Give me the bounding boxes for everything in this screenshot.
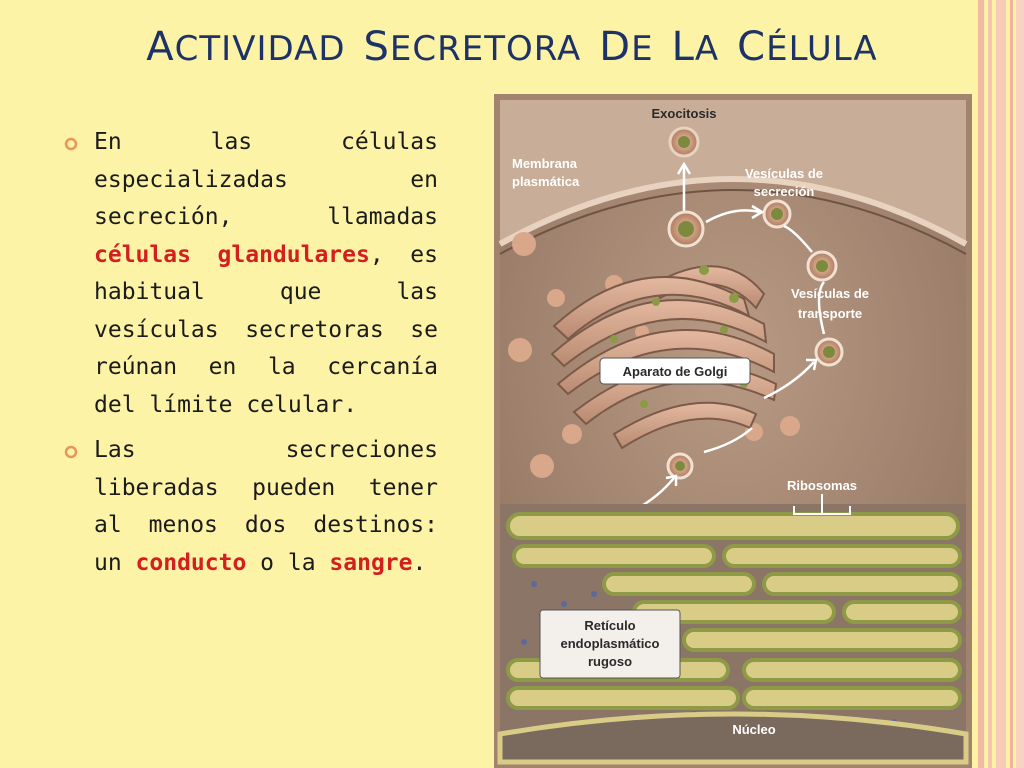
label-er-1: Retículo xyxy=(584,618,635,633)
highlighted-term: conducto xyxy=(135,549,247,576)
title-word: SECRETORA xyxy=(363,24,582,70)
title-word: CÉLULA xyxy=(737,24,878,70)
label-nucleus: Núcleo xyxy=(732,722,775,737)
cell-secretion-diagram: Exocitosis Membrana plasmática Vesículas… xyxy=(494,94,972,768)
slide-title: ACTIVIDAD SECRETORA DE LA CÉLULA xyxy=(0,24,1024,70)
title-word: ACTIVIDAD xyxy=(146,24,346,70)
label-exocytosis: Exocitosis xyxy=(651,106,716,121)
bullet-item: En las células especializadas en secreci… xyxy=(60,124,438,424)
bullet-circle-icon xyxy=(64,137,78,151)
label-er-2: endoplasmático xyxy=(561,636,660,651)
highlighted-term: sangre xyxy=(329,549,413,576)
label-er-3: rugoso xyxy=(588,654,632,669)
golgi-label-box xyxy=(599,357,751,385)
label-transport-vesicles-2: transporte xyxy=(798,306,862,321)
bullet-item: Las secreciones liberadas pueden tener a… xyxy=(60,432,438,582)
bullet-circle-icon xyxy=(64,445,78,459)
highlighted-term: células glandulares xyxy=(94,241,370,268)
label-ribosomes: Ribosomas xyxy=(787,478,857,493)
label-golgi: Aparato de Golgi xyxy=(623,364,728,379)
bullet-text: En las células especializadas en secreci… xyxy=(94,129,438,230)
label-membrane-1: Membrana xyxy=(512,156,578,171)
label-membrane-2: plasmática xyxy=(512,174,580,189)
plasma-membrane xyxy=(498,176,968,247)
er-label-box xyxy=(539,609,681,679)
title-word: LA xyxy=(671,24,720,70)
bullet-text: , es habitual que las vesículas secretor… xyxy=(94,241,438,418)
secretory-vesicles xyxy=(666,199,844,480)
exocytosis-vesicle xyxy=(668,126,700,158)
label-transport-vesicles-1: Vesículas de xyxy=(791,286,869,301)
ribosome-bracket xyxy=(793,494,851,515)
bullet-text: Las secreciones liberadas pueden tener a… xyxy=(94,437,438,576)
nucleus xyxy=(497,711,969,765)
bullet-list: En las células especializadas en secreci… xyxy=(60,124,438,590)
decorative-stripes xyxy=(978,0,1024,768)
label-secretory-vesicles-1: Vesículas de xyxy=(745,166,823,181)
bullet-text: . xyxy=(412,549,427,576)
label-secretory-vesicles-2: secreción xyxy=(754,184,815,199)
title-word: DE xyxy=(599,24,654,70)
bullet-text: o la xyxy=(246,549,330,576)
